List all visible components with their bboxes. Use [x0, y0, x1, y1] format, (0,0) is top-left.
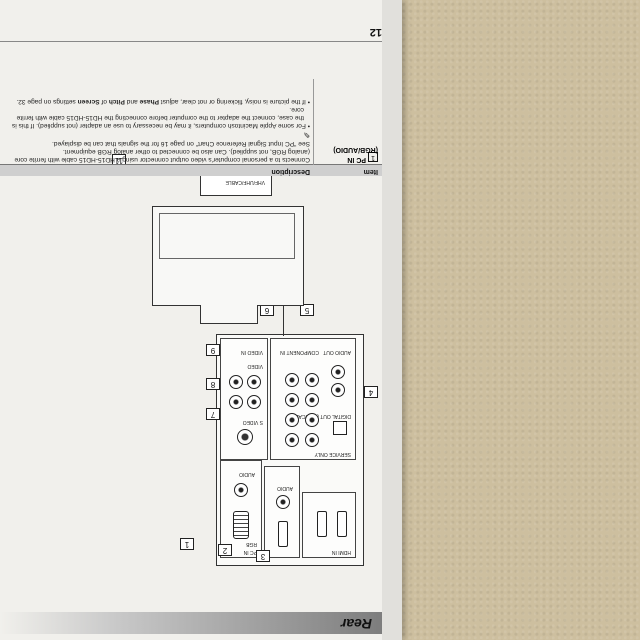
hdmi-port-2 — [317, 511, 327, 537]
hdmi-audio-label: AUDIO — [277, 485, 293, 491]
vhf-uhf-label: VHF/UHF/CABLE — [225, 179, 265, 185]
table-rule — [0, 164, 382, 165]
hdmi-block: HDMI IN — [302, 492, 356, 558]
callout-7: 7 — [206, 408, 220, 420]
table-col-description: Description — [271, 168, 310, 175]
hdmi-audio-jack — [276, 495, 290, 509]
callout-1: 1 — [180, 538, 194, 550]
hdmi-port-3 — [278, 521, 288, 547]
callout-4: 4 — [364, 386, 378, 398]
item-subname: (RGB/AUDIO) — [333, 146, 378, 153]
page-edge-strip — [382, 0, 402, 640]
section-header-bar: Rear — [0, 612, 382, 634]
item-name: PC IN — [347, 156, 366, 163]
hdmi-port-1 — [337, 511, 347, 537]
component-jack-4 — [305, 373, 319, 387]
description-text-1: Connects to a personal computer's video … — [14, 147, 310, 163]
note-pencil-icon: ✎ — [303, 130, 310, 140]
item-description: Connects to a personal computer's video … — [10, 96, 310, 163]
rgb-label: RGB — [246, 541, 257, 547]
table-header: Item Description — [0, 165, 382, 176]
component-jack-2 — [305, 413, 319, 427]
vga-port — [233, 511, 249, 539]
manual-page: Rear HDMI IN AUDIO PC IN RGB AUDIO — [0, 0, 402, 640]
video-in-jack-2 — [229, 395, 243, 409]
section-title: Rear — [340, 616, 372, 632]
audio-out-jack-l — [331, 383, 345, 397]
rotated-page-content: Rear HDMI IN AUDIO PC IN RGB AUDIO — [0, 0, 402, 640]
page-number: 12 — [369, 26, 382, 38]
s-video-port — [237, 429, 253, 445]
callout-2: 2 — [218, 544, 232, 556]
component-in-label: COMPONENT IN — [280, 349, 319, 355]
component-jack-7 — [285, 393, 299, 407]
video-in-block: S VIDEO VIDEO VIDEO IN — [220, 338, 268, 460]
pc-in-label: PC IN — [243, 549, 257, 555]
video-in-jack-1 — [247, 395, 261, 409]
component-jack-5 — [285, 433, 299, 447]
table-col-item: Item — [363, 168, 378, 175]
leader-line — [283, 306, 284, 336]
table-column-divider — [313, 79, 314, 165]
component-jack-1 — [305, 433, 319, 447]
callout-8: 8 — [206, 378, 220, 390]
callout-3: 3 — [256, 550, 270, 562]
description-bullet-2: • If the picture is noisy, flickering or… — [16, 97, 310, 105]
component-audio-out-block: SERVICE ONLY DIGITAL OUT (OPTICAL) AUDIO… — [270, 338, 356, 460]
tv-rear-outline — [152, 206, 304, 306]
component-jack-6 — [285, 413, 299, 427]
component-jack-8 — [285, 373, 299, 387]
digital-out-label: DIGITAL OUT (OPTICAL) — [294, 413, 351, 419]
video-label: VIDEO — [247, 363, 263, 369]
item-number: 1 — [368, 152, 378, 162]
hdmi-audio-block: AUDIO — [264, 466, 300, 558]
rear-panel-diagram: HDMI IN AUDIO PC IN RGB AUDIO SERVICE ON… — [82, 154, 382, 606]
video-in-jack-4 — [229, 375, 243, 389]
tv-rear-inner — [159, 213, 295, 259]
component-jack-3 — [305, 393, 319, 407]
pc-audio-jack — [234, 483, 248, 497]
audio-out-jack-r — [331, 365, 345, 379]
service-label: SERVICE ONLY — [314, 451, 352, 457]
tv-connector-area — [200, 305, 258, 324]
footer-rule — [0, 41, 382, 42]
optical-port — [333, 421, 347, 435]
description-bullet-1: • For some Apple Macintosh computers, it… — [11, 105, 310, 130]
video-in-jack-3 — [247, 375, 261, 389]
pc-audio-label: AUDIO — [239, 471, 255, 477]
s-video-label: S VIDEO — [242, 419, 263, 425]
hdmi-in-label: HDMI IN — [331, 549, 351, 555]
callout-9: 9 — [206, 344, 220, 356]
description-text-2: See "PC Input Signal Reference Chart" on… — [52, 139, 310, 147]
video-in-label: VIDEO IN — [241, 349, 263, 355]
audio-out-label: AUDIO OUT — [323, 349, 351, 355]
